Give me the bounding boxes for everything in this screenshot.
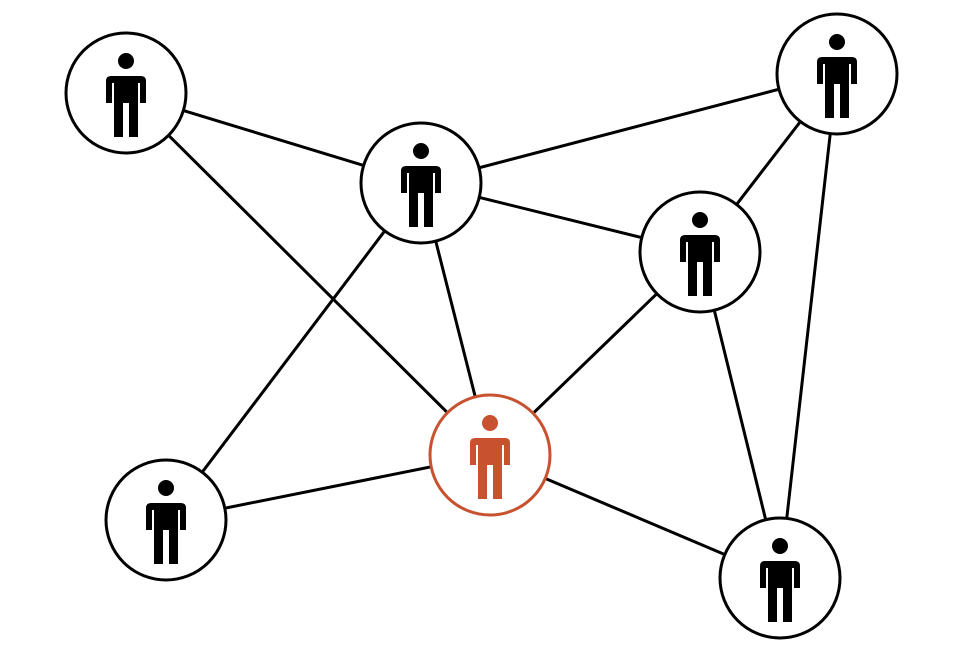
node-middle-right	[638, 190, 762, 314]
nodes-layer	[64, 12, 899, 640]
person-icon	[401, 143, 441, 227]
edge-upper-center-bottom-left	[164, 181, 423, 522]
person-icon	[146, 480, 186, 564]
node-upper-center	[359, 121, 483, 245]
person-icon	[760, 538, 800, 622]
edge-top-right-bottom-right	[778, 72, 839, 580]
person-icon	[470, 415, 510, 499]
person-icon	[817, 34, 857, 118]
node-bottom-left	[104, 458, 228, 582]
person-icon	[106, 53, 146, 137]
edge-top-left-center	[124, 91, 492, 457]
node-bottom-right	[718, 516, 842, 640]
node-top-right	[775, 12, 899, 136]
edge-upper-center-top-right	[419, 72, 839, 185]
node-center-highlighted	[428, 393, 552, 517]
person-icon	[680, 212, 720, 296]
node-top-left	[64, 31, 188, 155]
